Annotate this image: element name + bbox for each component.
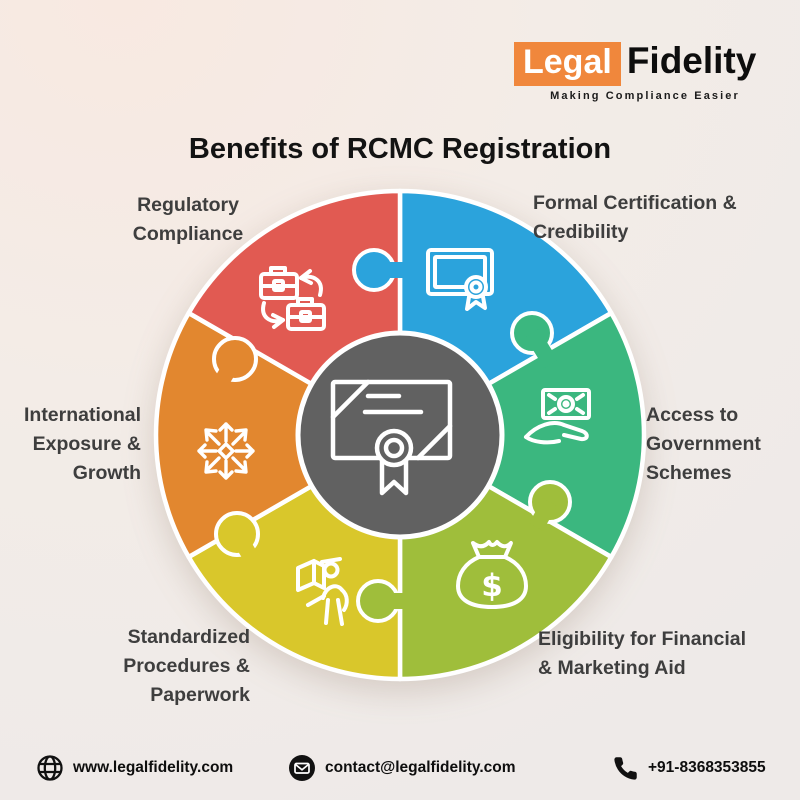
- phone-icon: [614, 756, 637, 780]
- email-text: contact@legalfidelity.com: [325, 759, 516, 776]
- website-contact: www.legalfidelity.com: [36, 752, 233, 784]
- website-text: www.legalfidelity.com: [73, 759, 234, 776]
- money-in-hand-icon: [524, 388, 591, 445]
- segment-access-government: [397, 310, 647, 560]
- label-eligibility-financial: Eligibility for Financial & Marketing Ai…: [538, 628, 747, 679]
- label-formal-certification: Formal Certification & Credibility: [533, 192, 737, 243]
- envelope-icon: [289, 755, 315, 781]
- brand-name: Legal Fidelity: [514, 42, 786, 86]
- geometric-star-icon: [197, 422, 255, 480]
- money-bag-icon: $: [456, 540, 528, 609]
- brand-name-secondary: Fidelity: [626, 40, 757, 81]
- label-standardized-procedures: Standardized Procedures & Paperwork: [123, 626, 250, 706]
- page-title: Benefits of RCMC Registration: [188, 133, 612, 165]
- certificate-badge-icon: [426, 248, 494, 311]
- label-regulatory-compliance: Regulatory Compliance: [132, 194, 244, 245]
- globe-icon: [37, 755, 63, 781]
- label-access-government: Access to Government Schemes: [646, 404, 761, 484]
- email-contact: contact@legalfidelity.com: [288, 752, 516, 784]
- certificate-icon: [330, 379, 453, 496]
- brand-name-primary: Legal: [514, 42, 621, 86]
- svg-text:$: $: [481, 568, 503, 604]
- segment-icons: $: [197, 248, 591, 626]
- brand-tagline: Making Compliance Easier: [550, 90, 740, 102]
- phone-contact: +91-8368353855: [612, 752, 766, 784]
- puzzle-tabs: [212, 248, 572, 623]
- phone-text: +91-8368353855: [648, 759, 766, 776]
- person-box-icon: [296, 557, 349, 626]
- briefcase-exchange-icon: [259, 266, 326, 331]
- label-international-exposure: International Exposure & Growth: [23, 404, 141, 484]
- brand-logo: Legal Fidelity Making Compliance Easier: [514, 42, 786, 102]
